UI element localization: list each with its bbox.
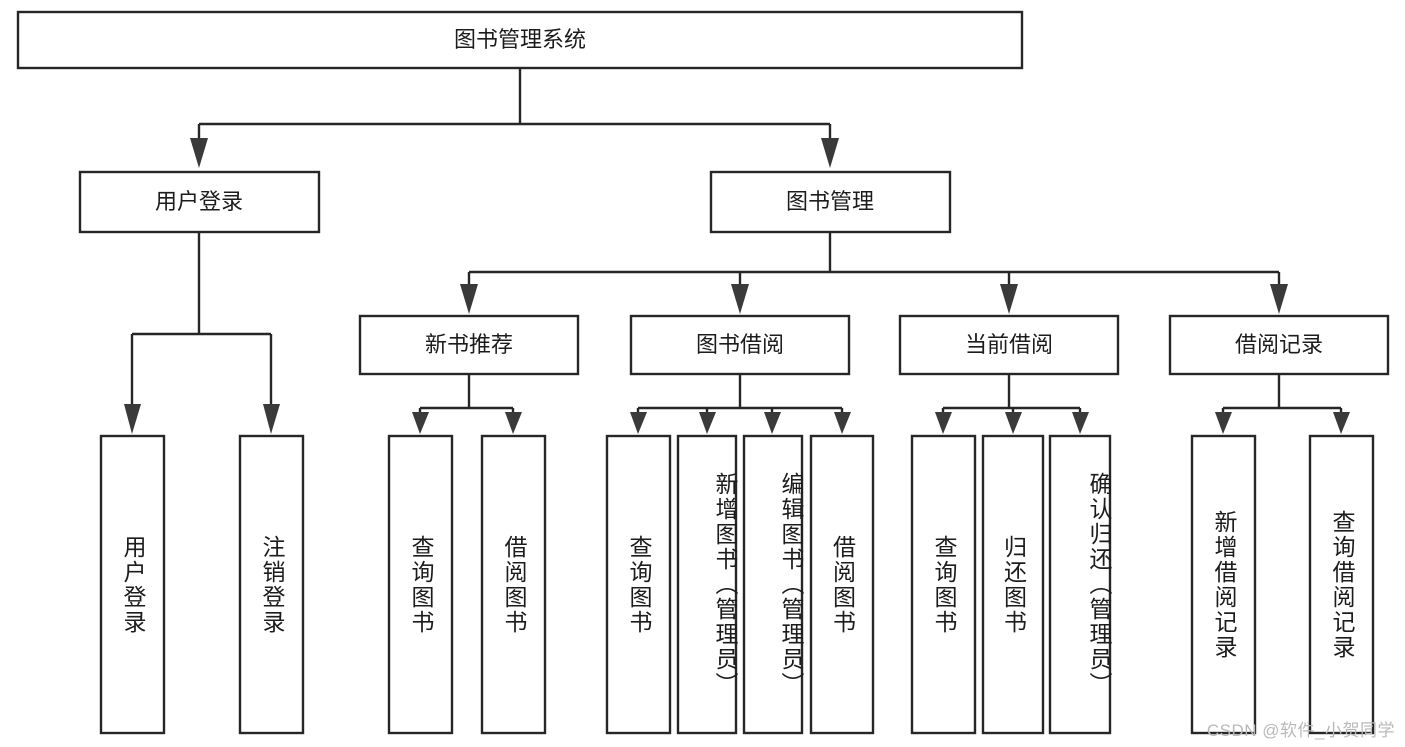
leaf-box-borrow-books-2[interactable] (809, 434, 875, 735)
node-box (629, 314, 851, 376)
watermark-label: CSDN @软件_小贺同学 (1206, 721, 1395, 740)
connector-newbook-to-leaves (412, 374, 522, 434)
connector-root-to-level2 (190, 68, 839, 168)
leaf-box-logout[interactable] (238, 434, 305, 735)
arrow-head-icon (1000, 284, 1018, 314)
node-label: 图书管理 (786, 189, 874, 214)
node-label: 图书借阅 (696, 332, 784, 357)
leaf-box-query-books-1[interactable] (387, 434, 454, 735)
node-label: 借阅记录 (1235, 332, 1323, 357)
arrow-head-icon (190, 138, 208, 168)
connector-records-to-leaves (1215, 374, 1350, 434)
node-box (1168, 314, 1390, 376)
arrow-head-icon (935, 412, 952, 434)
arrow-head-icon (764, 412, 781, 434)
node-user-login[interactable]: 用户登录 (78, 170, 321, 234)
node-box (358, 314, 580, 376)
leaf-box-user-login[interactable] (99, 434, 166, 735)
arrow-head-icon (834, 412, 851, 434)
arrow-head-icon (1215, 412, 1232, 434)
arrow-head-icon (124, 404, 141, 434)
arrow-head-icon (630, 412, 647, 434)
arrow-head-icon (821, 138, 839, 168)
arrow-head-icon (505, 412, 522, 434)
leaf-box-return-books[interactable] (981, 434, 1045, 735)
leaf-box-query-borrow-record[interactable] (1308, 434, 1375, 735)
node-box (78, 170, 321, 234)
node-root-label: 图书管理系统 (454, 27, 586, 52)
leaf-box-edit-book-admin[interactable] (742, 434, 804, 735)
arrow-head-icon (699, 412, 716, 434)
connector-current-to-leaves (935, 374, 1089, 434)
arrow-head-icon (1333, 412, 1350, 434)
node-root-box (16, 10, 1024, 70)
node-label: 当前借阅 (965, 332, 1053, 357)
node-box (898, 314, 1120, 376)
node-book-management[interactable]: 图书管理 (709, 170, 952, 234)
node-root[interactable]: 图书管理系统 (16, 10, 1024, 70)
leaf-box-confirm-return-admin[interactable] (1048, 434, 1112, 735)
arrow-head-icon (412, 412, 429, 434)
arrow-head-icon (460, 284, 478, 314)
node-borrow-records[interactable]: 借阅记录 (1168, 314, 1390, 376)
node-current-borrow[interactable]: 当前借阅 (898, 314, 1120, 376)
node-new-book-recommend[interactable]: 新书推荐 (358, 314, 580, 376)
connector-userlogin-to-leaves (124, 232, 280, 434)
connector-borrow-to-leaves (630, 374, 851, 434)
arrow-head-icon (263, 404, 280, 434)
leaf-box-add-borrow-record[interactable] (1190, 434, 1257, 735)
node-book-borrow[interactable]: 图书借阅 (629, 314, 851, 376)
node-label: 新书推荐 (425, 332, 513, 357)
leaf-box-borrow-books-1[interactable] (480, 434, 547, 735)
arrow-head-icon (731, 284, 749, 314)
leaf-box-query-books-2[interactable] (605, 434, 672, 735)
connector-bookmgmt-to-level3 (460, 232, 1288, 314)
leaf-box-query-books-3[interactable] (910, 434, 977, 735)
arrow-head-icon (1072, 412, 1089, 434)
node-label: 用户登录 (155, 189, 243, 214)
leaf-box-add-book-admin[interactable] (676, 434, 738, 735)
arrow-head-icon (1005, 412, 1022, 434)
arrow-head-icon (1270, 284, 1288, 314)
node-box (709, 170, 952, 234)
